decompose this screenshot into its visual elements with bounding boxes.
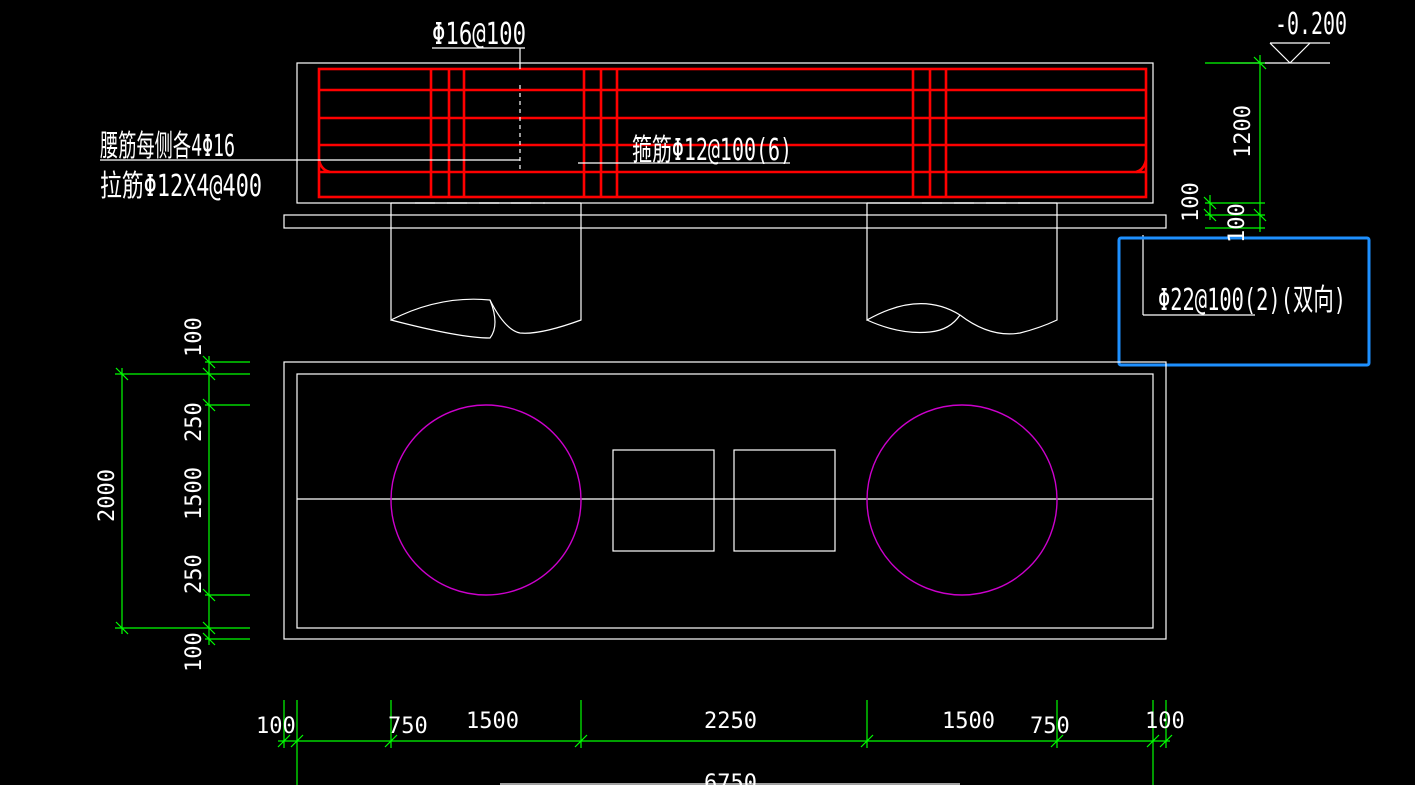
dimensions-right: 1200 100 100 bbox=[1179, 55, 1267, 243]
pile-right bbox=[866, 404, 1058, 596]
highlight-box bbox=[1117, 236, 1371, 367]
label-elevation: -0.200 bbox=[1275, 7, 1347, 42]
label-stirrup: 箍筋Φ12@100(6) bbox=[632, 133, 792, 168]
elevation-mark: -0.200 bbox=[1230, 7, 1347, 64]
dim-bottom-part: 750 bbox=[388, 714, 428, 739]
dim-right-lower: 100 bbox=[1225, 203, 1250, 243]
dim-right-upper: 100 bbox=[1179, 182, 1204, 222]
dim-bottom-part: 1500 bbox=[942, 709, 995, 734]
dim-right-height: 1200 bbox=[1231, 105, 1256, 158]
cushion-layer bbox=[283, 214, 1167, 229]
cap-plan-outline bbox=[296, 373, 1154, 629]
pile-left bbox=[390, 404, 582, 596]
dim-bottom-part: 1500 bbox=[466, 709, 519, 734]
plan-view bbox=[283, 361, 1167, 640]
label-bottom-rebar: Φ22@100(2)(双向) bbox=[1158, 283, 1346, 318]
label-waist-rebar: 腰筋每侧各4Φ16 bbox=[100, 129, 235, 164]
dim-left-part: 1500 bbox=[182, 467, 207, 520]
dimensions-bottom: 100 750 1500 2250 1500 750 100 6750 bbox=[256, 700, 1185, 785]
pile-stub-right bbox=[866, 202, 1058, 335]
label-top-rebar: Φ16@100 bbox=[432, 17, 526, 52]
cap-outline bbox=[296, 62, 1154, 204]
dim-left-part: 100 bbox=[182, 317, 207, 357]
dim-left-part: 250 bbox=[182, 554, 207, 594]
dim-bottom-part: 100 bbox=[1145, 709, 1185, 734]
dim-left-part: 250 bbox=[182, 402, 207, 442]
label-tie-rebar: 拉筋Φ12X4@400 bbox=[100, 169, 262, 204]
column-left bbox=[612, 449, 715, 552]
section-view bbox=[283, 62, 1167, 339]
rebar-cage bbox=[317, 67, 1148, 199]
dim-bottom-total: 6750 bbox=[704, 771, 757, 785]
dimensions-left: 2000 100 250 1500 250 100 bbox=[95, 317, 250, 672]
rebar-outer bbox=[317, 67, 1148, 199]
dim-left-part: 100 bbox=[182, 632, 207, 672]
dim-bottom-part: 2250 bbox=[704, 709, 757, 734]
dim-bottom-part: 750 bbox=[1030, 714, 1070, 739]
dim-left-total: 2000 bbox=[95, 469, 120, 522]
bottom-rebar-callout[interactable]: Φ22@100(2)(双向) bbox=[1117, 235, 1371, 367]
column-right bbox=[733, 449, 836, 552]
pile-stub-left bbox=[390, 202, 582, 339]
annotations: Φ16@100 腰筋每侧各4Φ16 拉筋Φ12X4@400 箍筋Φ12@100(… bbox=[100, 7, 1371, 367]
dim-bottom-part: 100 bbox=[256, 714, 296, 739]
cushion-outline bbox=[283, 361, 1167, 640]
